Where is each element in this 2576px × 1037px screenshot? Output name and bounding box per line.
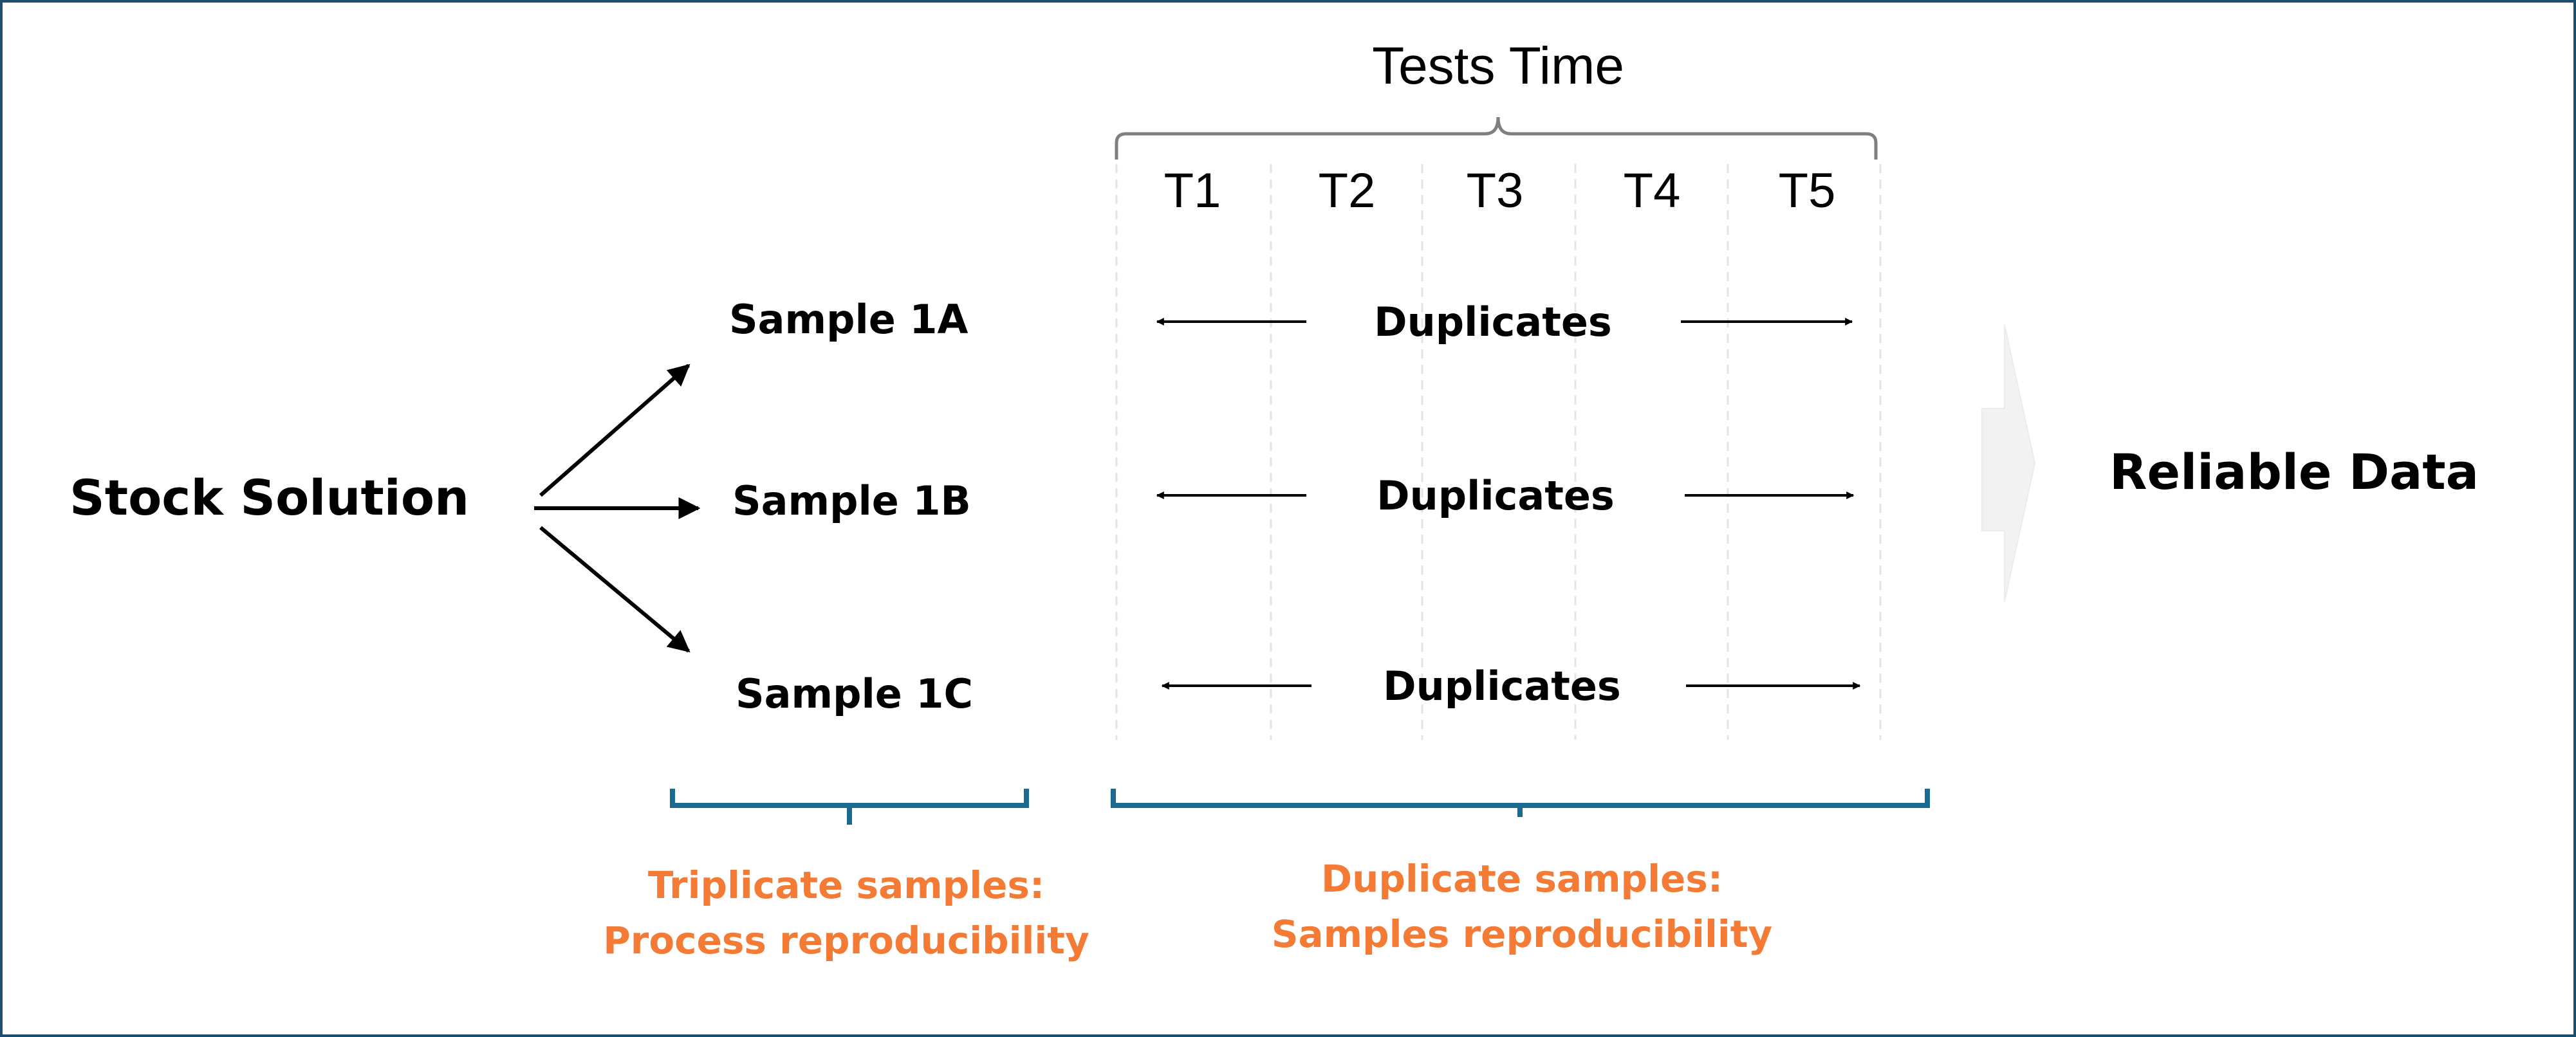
duplicates-row-1a: Duplicates bbox=[1156, 298, 1853, 345]
duplicates-label-1b: Duplicates bbox=[1376, 472, 1615, 519]
time-point-labels: T1 T2 T3 T4 T5 bbox=[1164, 163, 1836, 218]
sample-1c-label: Sample 1C bbox=[736, 670, 973, 717]
stock-solution-label: Stock Solution bbox=[69, 469, 469, 526]
time-bracket bbox=[1115, 116, 1878, 160]
sample-1a-label: Sample 1A bbox=[729, 296, 968, 343]
duplicates-label-1c: Duplicates bbox=[1383, 663, 1621, 710]
reliable-data-label: Reliable Data bbox=[2109, 443, 2479, 500]
duplicate-note-line1: Duplicate samples: bbox=[1321, 857, 1723, 901]
branch-arrow-1c bbox=[539, 526, 690, 653]
time-point-t3: T3 bbox=[1467, 163, 1524, 218]
duplicates-label-1a: Duplicates bbox=[1374, 298, 1612, 345]
triplicate-note-line1: Triplicate samples: bbox=[648, 863, 1044, 907]
triplicate-note: Triplicate samples: Process reproducibil… bbox=[603, 863, 1089, 962]
duplicate-bracket bbox=[1111, 789, 1930, 817]
duplicates-row-1c: Duplicates bbox=[1161, 663, 1861, 710]
time-point-t5: T5 bbox=[1779, 163, 1836, 218]
branch-arrows bbox=[534, 363, 701, 653]
branch-arrow-1a bbox=[539, 363, 690, 497]
tests-time-title: Tests Time bbox=[1372, 37, 1624, 95]
triplicate-bracket bbox=[670, 789, 1029, 825]
duplicate-note-line2: Samples reproducibility bbox=[1272, 912, 1772, 956]
time-point-t2: T2 bbox=[1319, 163, 1376, 218]
result-arrow bbox=[1981, 324, 2036, 602]
triplicate-note-line2: Process reproducibility bbox=[603, 919, 1089, 962]
time-point-t1: T1 bbox=[1164, 163, 1221, 218]
column-separators bbox=[1115, 164, 1882, 740]
duplicate-note: Duplicate samples: Samples reproducibili… bbox=[1272, 857, 1772, 956]
duplicates-row-1b: Duplicates bbox=[1156, 472, 1855, 519]
sample-1b-label: Sample 1B bbox=[732, 477, 971, 524]
time-point-t4: T4 bbox=[1624, 163, 1681, 218]
